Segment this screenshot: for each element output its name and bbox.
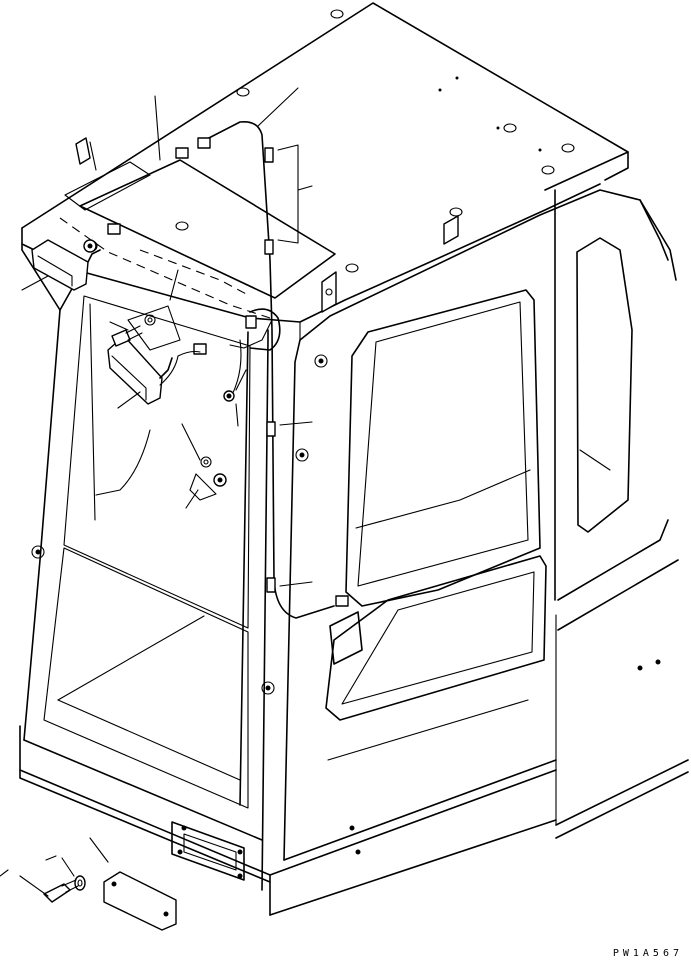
cab-door (283, 189, 677, 861)
leader-lines (0, 87, 313, 897)
bolt (43, 883, 71, 903)
cover-plate (103, 871, 177, 931)
harness-connector (197, 137, 211, 149)
wire-loop-bracket (249, 308, 281, 351)
hidden-bracket-outline (59, 217, 271, 319)
harness-connector (335, 595, 349, 607)
harness-connector (175, 147, 189, 159)
pillar-bolts (31, 240, 328, 695)
cab-rear-side (554, 189, 689, 839)
door-handle (329, 611, 363, 665)
harness-clip (264, 239, 274, 255)
headlamp-upper (31, 239, 101, 291)
cover-plate-assembly (43, 871, 177, 931)
harness-clip (266, 577, 276, 593)
harness-clip (266, 421, 276, 437)
cab-base (19, 725, 557, 916)
roof-brackets (75, 137, 459, 313)
harness-connector (193, 343, 207, 355)
harness-connector (107, 223, 121, 235)
base-access-opening (171, 821, 245, 881)
headlamp-fasteners (111, 314, 235, 501)
wiring-harness (107, 120, 349, 619)
drawing-code: PW1A567 (612, 948, 683, 959)
harness-clip (264, 147, 274, 163)
roof-panel (64, 159, 336, 299)
headlamp-lower (107, 305, 201, 405)
washer (74, 875, 86, 891)
cab-front-frame (21, 243, 269, 891)
